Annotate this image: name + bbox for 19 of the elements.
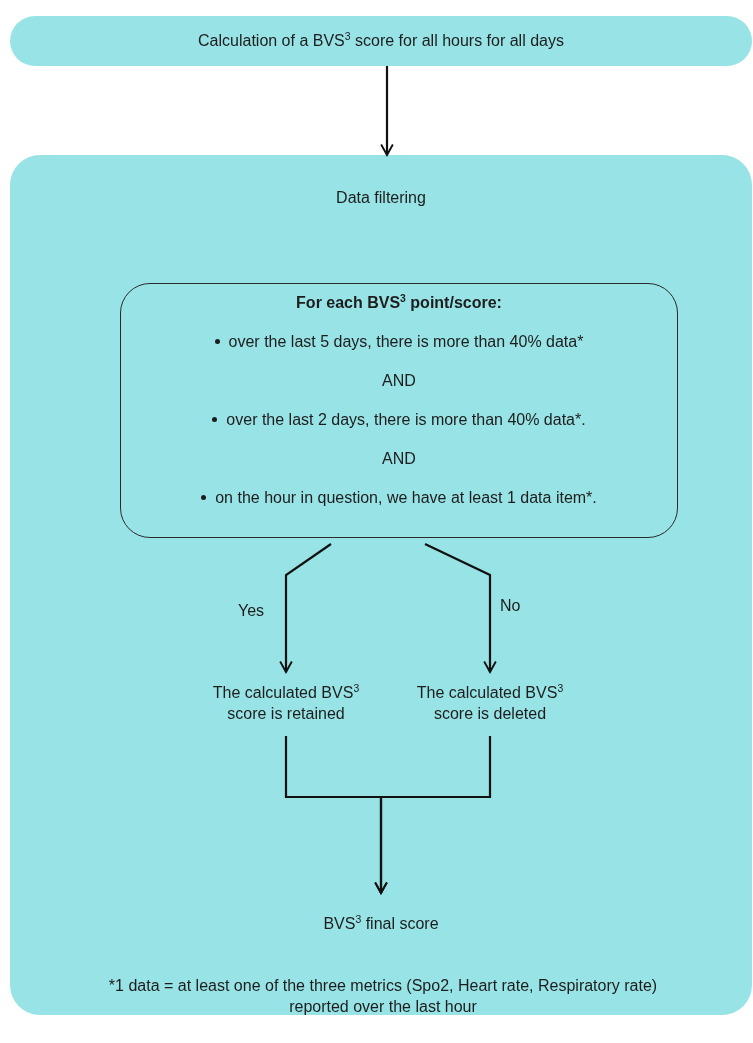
panel-heading: Data filtering <box>335 188 427 208</box>
criteria-box <box>120 283 678 538</box>
connector-word: AND <box>381 449 417 469</box>
result-text: BVS$^{3}$ final score <box>296 913 466 937</box>
arrow <box>374 736 492 894</box>
outcome-text: The calculated BVS$^{3}$ score is retained <box>200 682 372 728</box>
arrow <box>424 543 497 673</box>
arrow <box>279 543 332 673</box>
connector-word: AND <box>381 371 417 391</box>
footnote: *1 data = at least one of the three metrics (Spo2, Heart rate, Respiratory rate) reported over the last hour <box>107 976 659 1017</box>
criterion-text: over the last 5 days, there is more than 40% data* <box>228 332 584 352</box>
criterion-text: over the last 2 days, there is more than 40% data*. <box>226 410 586 430</box>
process-band <box>10 16 752 66</box>
criteria-heading: For each BVS$^{3}$ point/score: <box>295 292 503 313</box>
outcome-text: The calculated BVS$^{3}$ score is deleted <box>404 682 576 728</box>
criterion-text: on the hour in question, we have at least 1 data item*. <box>215 488 597 508</box>
arrow <box>380 66 394 156</box>
filter-panel <box>10 155 752 1015</box>
process-text: Calculation of a BVS$^{3}$ score for all hours for all days <box>197 30 565 51</box>
